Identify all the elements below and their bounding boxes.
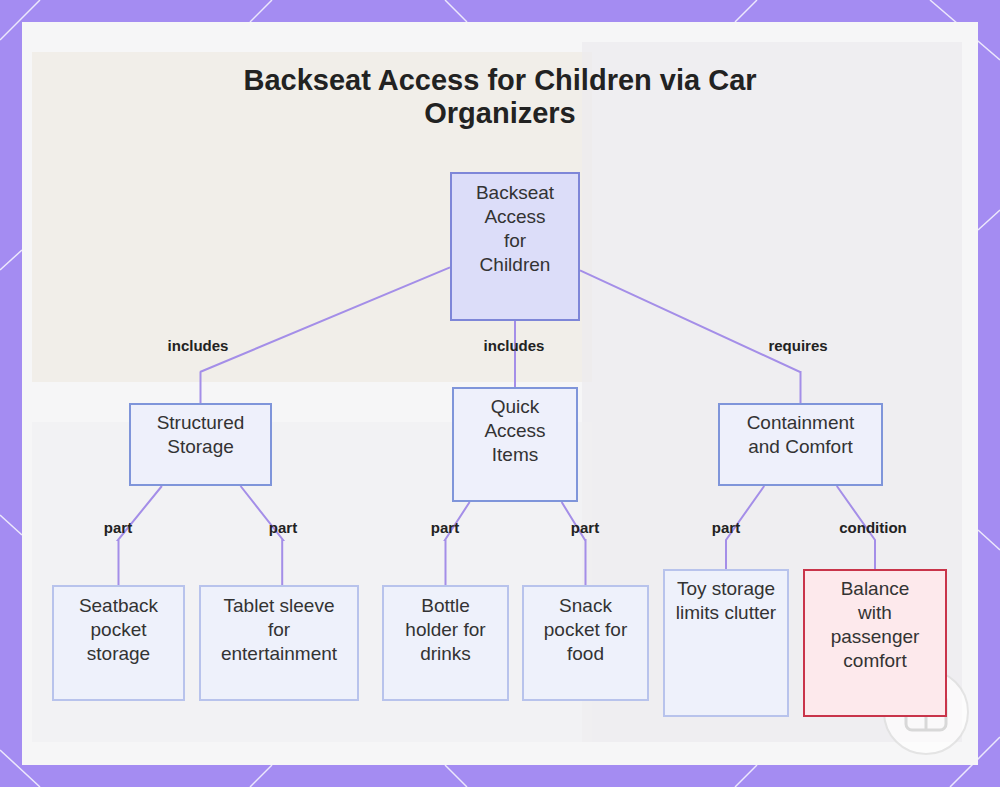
connector-line <box>118 486 162 585</box>
leaf-box: Snack pocket for food <box>522 585 649 701</box>
node-text: Containment and Comfort <box>730 411 871 459</box>
node-text: Balance with passenger comfort <box>827 577 923 673</box>
edge-label: includes <box>168 337 229 354</box>
condition-box: Balance with passenger comfort <box>803 569 947 717</box>
edge-label: part <box>269 519 297 536</box>
connector-line <box>241 486 283 585</box>
diagram-title: Backseat Access for Children via Car Org… <box>200 64 800 130</box>
connector-line <box>580 270 801 403</box>
category-box: Containment and Comfort <box>718 403 883 486</box>
edge-label: requires <box>768 337 827 354</box>
connector-line <box>445 502 470 585</box>
node-text: Toy storage limits clutter <box>675 577 777 625</box>
edge-label: part <box>104 519 132 536</box>
leaf-box: Toy storage limits clutter <box>663 569 789 717</box>
edge-label: part <box>571 519 599 536</box>
connector-line <box>200 267 450 403</box>
node-text: Structured Storage <box>141 411 260 459</box>
category-box: Quick Access Items <box>452 387 578 502</box>
leaf-box: Tablet sleeve for entertainment <box>199 585 359 701</box>
category-box: Structured Storage <box>129 403 272 486</box>
edge-label: includes <box>484 337 545 354</box>
root-concept-box: Backseat Access for Children <box>450 172 580 321</box>
edge-label: condition <box>839 519 907 536</box>
connector-line <box>514 321 516 387</box>
node-text: Snack pocket for food <box>534 594 637 666</box>
node-text: Seatback pocket storage <box>64 594 173 666</box>
edge-label: part <box>431 519 459 536</box>
edge-label: part <box>712 519 740 536</box>
connector-line <box>562 502 586 585</box>
node-text: Bottle holder for drinks <box>394 594 497 666</box>
leaf-box: Seatback pocket storage <box>52 585 185 701</box>
node-text: Tablet sleeve for entertainment <box>211 594 347 666</box>
node-text: Backseat Access for Children <box>474 181 556 277</box>
node-text: Quick Access Items <box>464 395 566 467</box>
leaf-box: Bottle holder for drinks <box>382 585 509 701</box>
